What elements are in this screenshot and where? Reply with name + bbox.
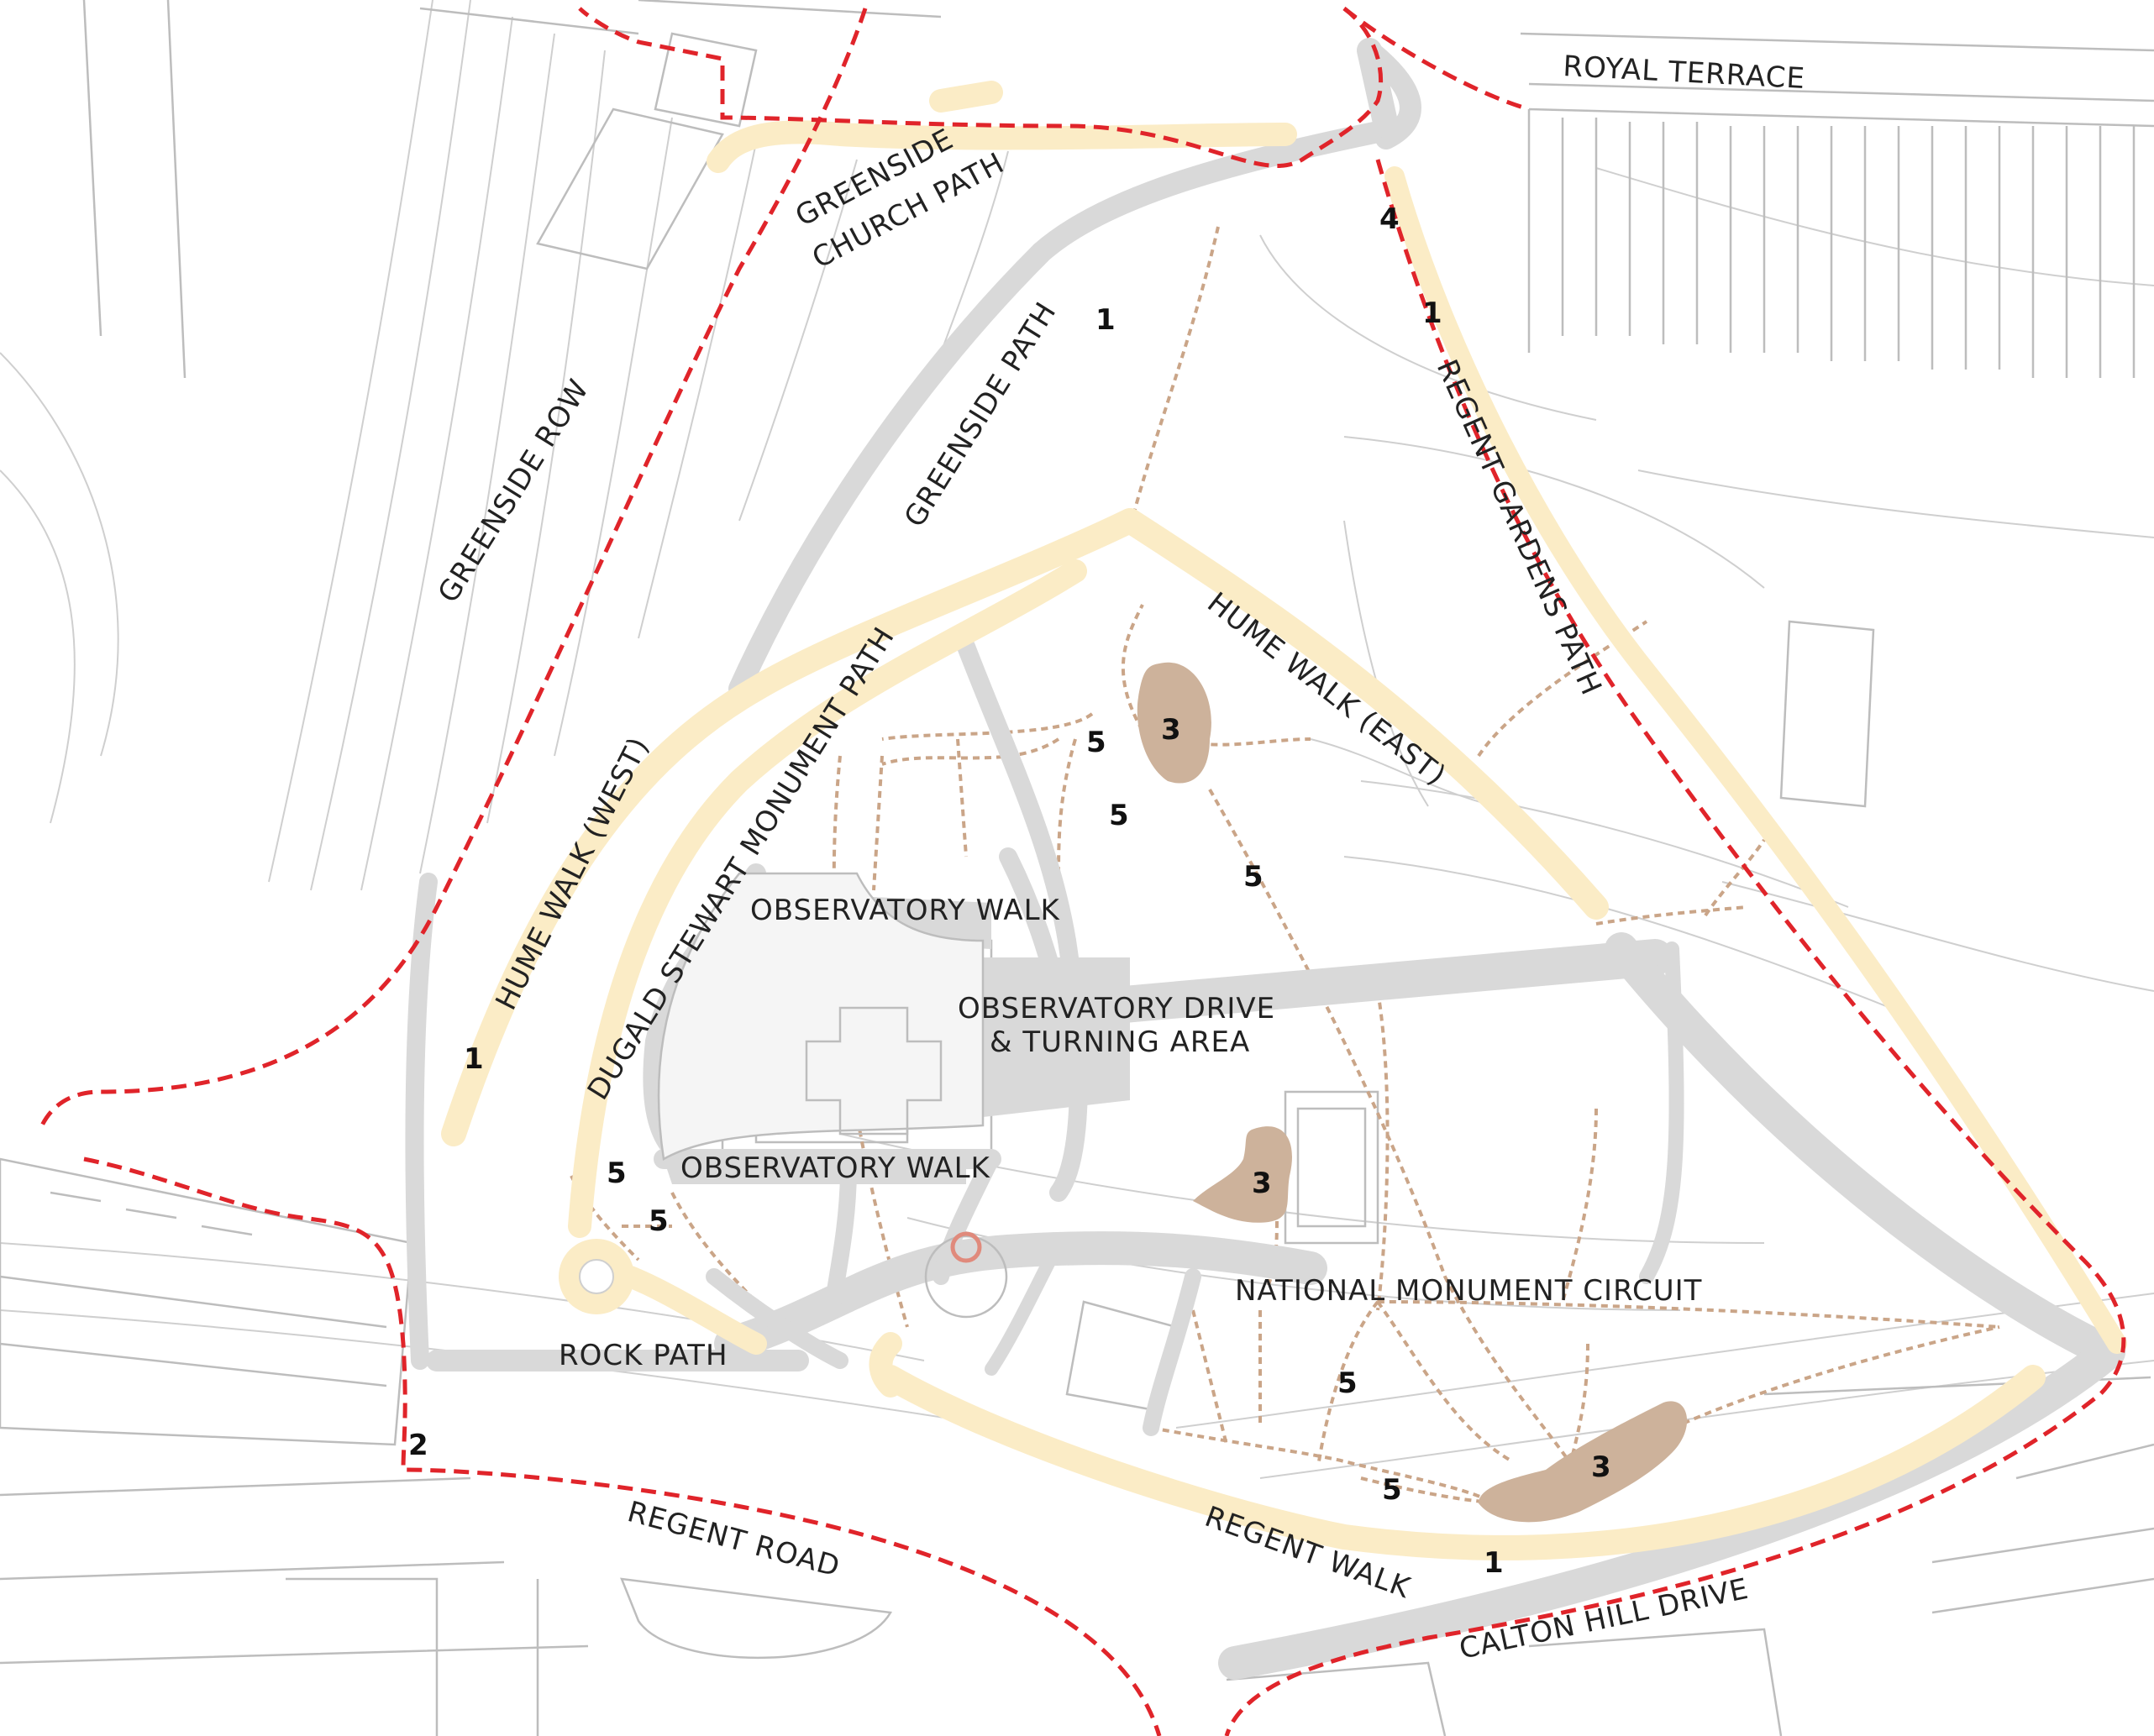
marker-label: 5	[1109, 799, 1129, 832]
marker-label: 5	[607, 1156, 627, 1190]
path-label-national-monument-circuit: NATIONAL MONUMENT CIRCUIT	[1235, 1274, 1702, 1308]
marker-label: 1	[1422, 296, 1442, 330]
street-labels: ROYAL TERRACE GREENSIDE ROW REGENT ROAD …	[432, 50, 1806, 1666]
worn-area-center	[1193, 1126, 1292, 1223]
marker-label: 5	[1243, 860, 1264, 894]
numbered-markers: 1 4 1 1 1 2 3 3 3 5 5 5 5 5 5 5	[408, 202, 1611, 1580]
marker-label: 1	[1095, 303, 1116, 337]
path-label-observatory-walk-south: OBSERVATORY WALK	[680, 1151, 991, 1185]
marker-label: 3	[1252, 1167, 1272, 1200]
marker-label: 5	[649, 1204, 669, 1238]
marker-label: 1	[1484, 1546, 1504, 1580]
worn-area-north	[1137, 662, 1211, 784]
marker-label: 5	[1086, 726, 1106, 759]
proposed-paths	[441, 81, 2127, 1560]
street-label-royal-terrace: ROYAL TERRACE	[1563, 50, 1806, 96]
path-label-regent-gardens-path: REGENT GARDENS PATH	[1430, 354, 1609, 700]
marker-label: 5	[1337, 1366, 1358, 1400]
path-label-rock-path: ROCK PATH	[559, 1339, 728, 1372]
path-label-observatory-drive-2: & TURNING AREA	[990, 1025, 1250, 1059]
marker-label: 3	[1591, 1450, 1611, 1484]
marker-label: 5	[1382, 1473, 1402, 1507]
path-label-observatory-walk-north: OBSERVATORY WALK	[750, 894, 1061, 927]
site-boundary	[39, 7, 2126, 1736]
worn-area-south	[1479, 1401, 1688, 1523]
path-label-observatory-drive-1: OBSERVATORY DRIVE	[958, 992, 1275, 1025]
marker-label: 3	[1161, 713, 1181, 747]
path-label-hume-walk-east: HUME WALK (EAST)	[1200, 586, 1452, 793]
marker-label: 1	[464, 1042, 484, 1076]
worn-areas	[1137, 662, 1688, 1523]
marker-label: 2	[408, 1429, 428, 1462]
street-label-regent-road: REGENT ROAD	[624, 1495, 844, 1584]
observatory-drive-area	[657, 872, 1130, 1319]
marker-label: 4	[1379, 202, 1400, 236]
street-label-greenside-row: GREENSIDE ROW	[432, 374, 596, 609]
